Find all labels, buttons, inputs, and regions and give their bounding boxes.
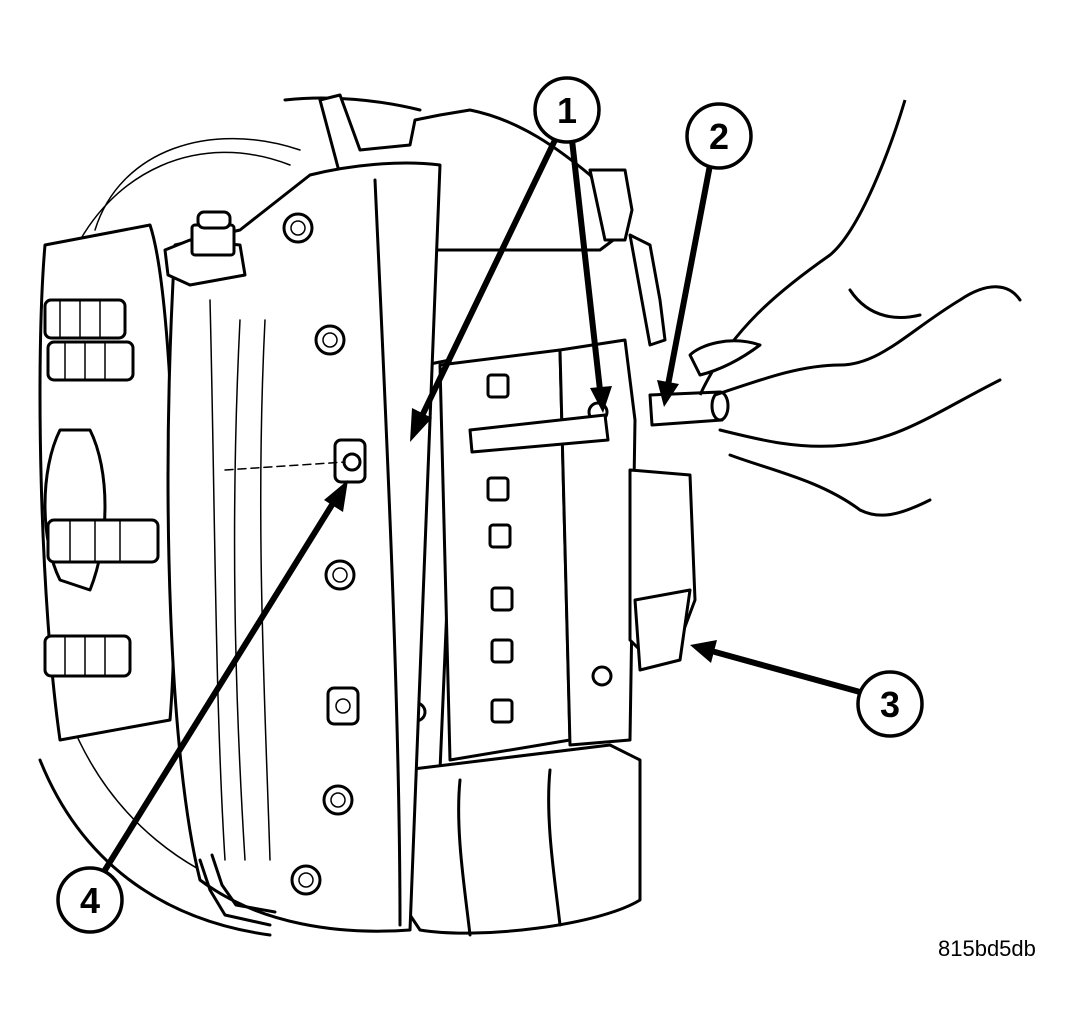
caliper-bleeder-port <box>224 438 367 484</box>
leader-arrow-2 <box>657 162 713 407</box>
callout-2-label: 2 <box>709 116 729 157</box>
callout-2: 2 <box>685 102 753 170</box>
leader-arrow-4 <box>102 480 348 873</box>
callout-1-label: 1 <box>557 90 577 131</box>
leader-arrow-1b <box>569 137 612 413</box>
callout-1: 1 <box>533 76 601 144</box>
callout-4-label: 4 <box>80 880 100 921</box>
hand <box>688 99 1022 517</box>
callout-3: 3 <box>856 670 924 738</box>
caliper-housing <box>628 468 697 672</box>
bleeder-screw <box>163 210 247 287</box>
rotor-friction-face <box>438 348 572 762</box>
callout-4: 4 <box>56 866 124 934</box>
leader-arrow-1a <box>410 137 558 442</box>
wheel-studs <box>43 298 160 678</box>
brake-rotor <box>38 96 422 937</box>
caliper-anchor <box>398 743 642 937</box>
figure-id: 815bd5db <box>938 936 1036 961</box>
brake-line <box>198 853 277 927</box>
callout-3-label: 3 <box>880 684 900 725</box>
caliper-bolt-holes <box>282 212 360 896</box>
leader-arrow-3 <box>690 640 863 695</box>
